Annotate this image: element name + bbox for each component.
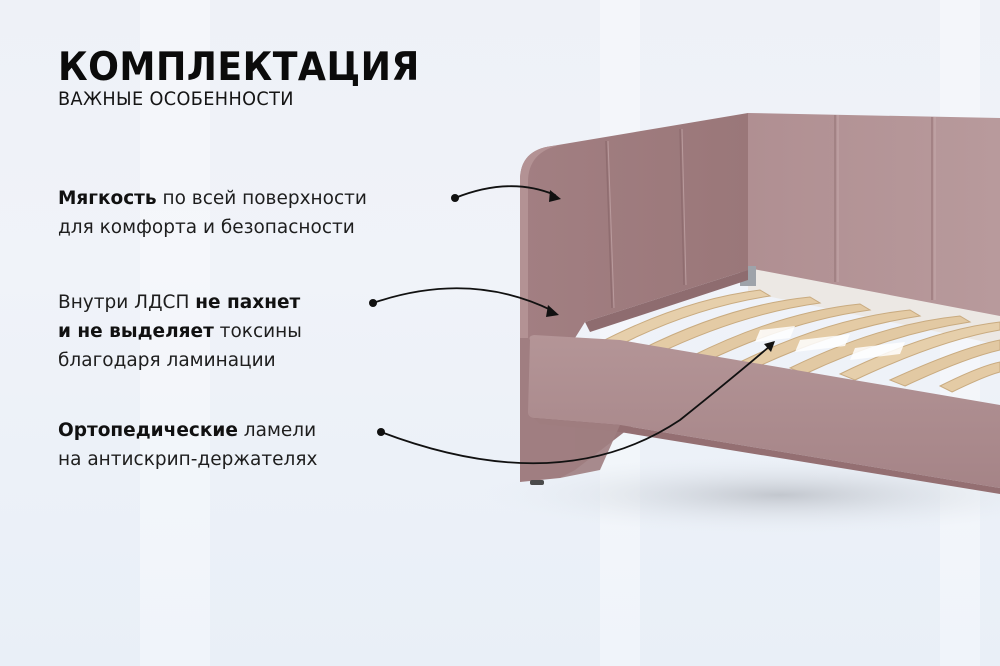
feature-line: на антискрип-держателях — [58, 449, 318, 470]
feature-highlight: и не выделяет — [58, 321, 214, 342]
feature-line: для комфорта и безопасности — [58, 217, 355, 238]
page-title: КОМПЛЕКТАЦИЯ — [58, 45, 420, 90]
callout-arrows — [372, 185, 771, 465]
feature-line: Ортопедические ламели — [58, 416, 317, 445]
feature-line: Внутри ЛДСП не пахнет — [58, 288, 302, 317]
feature-text: ламели — [237, 420, 317, 441]
feature-orthopedic-slats: Ортопедические ламели на антискрип-держа… — [58, 416, 317, 474]
feature-chipboard: Внутри ЛДСП не пахнет и не выделяет токс… — [58, 288, 302, 375]
feature-text: токсины — [213, 321, 302, 342]
arrow-to-inner-panel — [372, 287, 554, 312]
feature-highlight: не пахнет — [195, 292, 301, 313]
dot-icon — [377, 428, 385, 436]
feature-text: Внутри ЛДСП — [58, 292, 196, 313]
feature-line: Мягкость по всей поверхности — [58, 184, 367, 213]
backrest — [748, 113, 1000, 318]
arrowhead-icon — [549, 190, 561, 202]
floor-shadow — [480, 455, 1000, 535]
arrow-dots — [369, 194, 459, 436]
feature-highlight: Ортопедические — [58, 420, 238, 441]
slats — [593, 289, 1000, 393]
slat-gaps — [755, 326, 905, 360]
arrow-to-slats — [380, 345, 771, 465]
header: КОМПЛЕКТАЦИЯ ВАЖНЫЕ ОСОБЕННОСТИ — [58, 45, 447, 111]
dot-icon — [451, 194, 459, 202]
feature-line: благодаря ламинации — [58, 350, 276, 371]
arrow-to-headboard — [454, 185, 556, 199]
foot — [530, 480, 544, 485]
feature-line: и не выделяет токсины — [58, 317, 302, 346]
arrow-heads — [546, 190, 775, 352]
arrowhead-icon — [546, 305, 559, 317]
arrowhead-icon — [764, 341, 775, 352]
page-subtitle: ВАЖНЫЕ ОСОБЕННОСТИ — [58, 88, 294, 110]
background-panel — [140, 0, 210, 666]
feature-text: по всей поверхности — [156, 188, 367, 209]
dot-icon — [369, 299, 377, 307]
feature-highlight: Мягкость — [58, 188, 157, 209]
feature-softness: Мягкость по всей поверхности для комфорт… — [58, 184, 367, 242]
